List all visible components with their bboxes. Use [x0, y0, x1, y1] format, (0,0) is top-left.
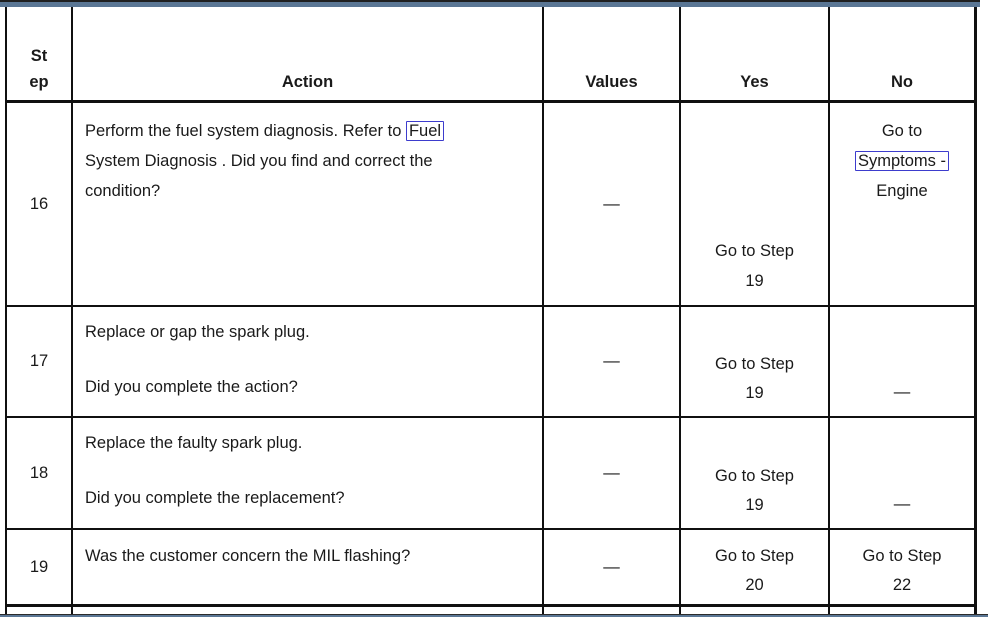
- action-text-line: System Diagnosis . Did you find and corr…: [85, 152, 433, 170]
- goto-step-number: 22: [892, 576, 912, 594]
- action-cell: Replace or gap the spark plug. Did you c…: [73, 307, 544, 418]
- link-text-continued: Engine: [876, 182, 928, 200]
- values-cell: —: [544, 418, 681, 530]
- values-cell: —: [544, 307, 681, 418]
- action-text-line: condition?: [85, 182, 161, 200]
- step-cell: 17: [7, 307, 73, 418]
- goto-step-number: 19: [745, 384, 764, 402]
- yes-cell: Go to Step 19: [681, 307, 830, 418]
- action-text: Perform the fuel system diagnosis. Refer…: [85, 122, 406, 140]
- header-no: No: [830, 7, 977, 103]
- values-cell: —: [544, 103, 681, 307]
- action-text-line: Did you complete the replacement?: [85, 489, 345, 507]
- yes-cell: Go to Step 19: [681, 418, 830, 530]
- header-action-label: Action: [281, 73, 334, 91]
- action-cell: Was the customer concern the MIL flashin…: [73, 530, 544, 607]
- header-no-label: No: [891, 73, 913, 91]
- step-number: 18: [29, 463, 49, 482]
- header-values: Values: [544, 7, 681, 103]
- goto-step-text: Go to Step: [715, 467, 794, 485]
- step-cell: 18: [7, 418, 73, 530]
- action-text-line: Replace or gap the spark plug.: [85, 323, 310, 341]
- partial-row-cell: [73, 607, 544, 615]
- header-step-line2: ep: [29, 73, 49, 91]
- no-dash: —: [893, 383, 911, 401]
- values-cell: —: [544, 530, 681, 607]
- no-cell: Go to Step 22: [830, 530, 977, 607]
- header-yes: Yes: [681, 7, 830, 103]
- link-line: Symptoms -: [830, 146, 974, 176]
- action-cell: Perform the fuel system diagnosis. Refer…: [73, 103, 544, 307]
- symptoms-engine-link[interactable]: Symptoms -: [854, 151, 949, 171]
- no-cell: Go to Symptoms - Engine: [830, 103, 977, 307]
- step-cell: 19: [7, 530, 73, 607]
- goto-step-number: 19: [745, 496, 764, 514]
- diagnostic-step-table: St ep Action Values Yes No 16 Perform th…: [5, 7, 977, 615]
- partial-row-cell: [681, 607, 830, 615]
- goto-step-text: Go to Step: [715, 242, 794, 260]
- goto-step-number: 20: [745, 576, 764, 594]
- fuel-system-diagnosis-link[interactable]: Fuel: [405, 121, 445, 141]
- partial-row-cell: [830, 607, 977, 615]
- no-cell: —: [830, 307, 977, 418]
- header-step: St ep: [7, 7, 73, 103]
- step-number: 19: [29, 557, 49, 576]
- yes-cell: Go to Step 19: [681, 103, 830, 307]
- values-dash: —: [603, 463, 620, 482]
- goto-step-text: Go to Step: [715, 547, 794, 565]
- no-dash: —: [893, 495, 911, 513]
- action-text-line: Was the customer concern the MIL flashin…: [85, 547, 411, 565]
- yes-cell: Go to Step 20: [681, 530, 830, 607]
- header-step-line1: St: [30, 47, 48, 65]
- no-cell: —: [830, 418, 977, 530]
- values-dash: —: [603, 194, 620, 213]
- header-action: Action: [73, 7, 544, 103]
- window-top-edge: [0, 0, 980, 7]
- action-cell: Replace the faulty spark plug. Did you c…: [73, 418, 544, 530]
- partial-row-cell: [544, 607, 681, 615]
- step-cell: 16: [7, 103, 73, 307]
- goto-step-text: Go to Step: [862, 547, 942, 565]
- step-number: 16: [29, 194, 49, 213]
- action-text-line: Perform the fuel system diagnosis. Refer…: [85, 116, 534, 146]
- header-yes-label: Yes: [740, 73, 769, 91]
- goto-step-number: 19: [745, 272, 764, 290]
- action-text-line: Did you complete the action?: [85, 378, 298, 396]
- window-bottom-edge: [0, 614, 988, 617]
- header-values-label: Values: [585, 73, 638, 91]
- partial-row-cell: [7, 607, 73, 615]
- values-dash: —: [603, 352, 620, 370]
- goto-text: Go to: [881, 122, 923, 140]
- step-number: 17: [29, 352, 49, 370]
- goto-step-text: Go to Step: [715, 355, 794, 373]
- action-text-line: Replace the faulty spark plug.: [85, 434, 303, 452]
- values-dash: —: [603, 557, 620, 576]
